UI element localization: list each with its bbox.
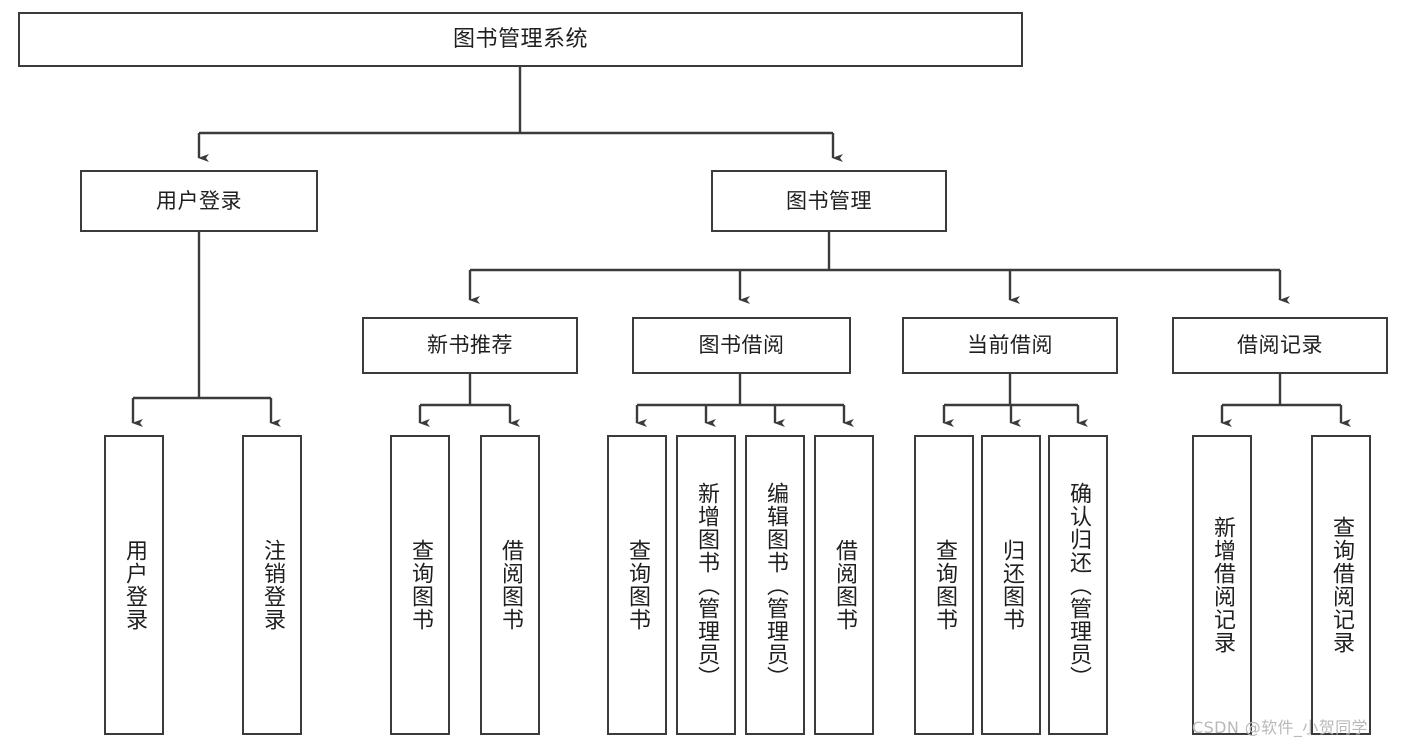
node-label: 查询图书 — [407, 539, 433, 631]
node-book-management[interactable]: 图书管理 — [711, 170, 947, 232]
node-borrow-record[interactable]: 借阅记录 — [1172, 317, 1388, 374]
node-label: 用户登录 — [156, 188, 242, 213]
node-leaf-user-login[interactable]: 用户登录 — [104, 435, 164, 735]
node-label: 图书管理系统 — [452, 26, 588, 52]
node-leaf-query-book-1[interactable]: 查询图书 — [390, 435, 450, 735]
node-leaf-add-book-admin[interactable]: 新增图书（管理员） — [676, 435, 736, 735]
node-label: 新书推荐 — [427, 333, 513, 358]
node-label: 借阅图书 — [831, 539, 857, 631]
node-leaf-confirm-return-admin[interactable]: 确认归还（管理员） — [1048, 435, 1108, 735]
node-current-borrow[interactable]: 当前借阅 — [902, 317, 1118, 374]
node-leaf-query-book-2[interactable]: 查询图书 — [607, 435, 667, 735]
node-label: 借阅记录 — [1237, 333, 1323, 358]
node-label: 归还图书 — [998, 539, 1024, 631]
node-leaf-query-borrow-record[interactable]: 查询借阅记录 — [1311, 435, 1371, 735]
node-book-borrow[interactable]: 图书借阅 — [632, 317, 851, 374]
node-label: 新增图书（管理员） — [693, 481, 719, 689]
node-new-book-recommend[interactable]: 新书推荐 — [362, 317, 578, 374]
node-label: 用户登录 — [121, 539, 147, 631]
node-label: 图书借阅 — [698, 333, 785, 358]
node-label: 当前借阅 — [967, 333, 1053, 358]
node-label: 查询借阅记录 — [1328, 516, 1354, 654]
node-leaf-query-book-3[interactable]: 查询图书 — [914, 435, 974, 735]
watermark: CSDN @软件_小贺同学 — [1192, 718, 1368, 737]
node-label: 新增借阅记录 — [1209, 516, 1235, 654]
node-root-book-management-system[interactable]: 图书管理系统 — [18, 12, 1023, 67]
node-user-login[interactable]: 用户登录 — [80, 170, 318, 232]
node-leaf-logout-login[interactable]: 注销登录 — [242, 435, 302, 735]
node-label: 确认归还（管理员） — [1065, 481, 1091, 689]
node-label: 查询图书 — [931, 539, 957, 631]
node-leaf-edit-book-admin[interactable]: 编辑图书（管理员） — [745, 435, 805, 735]
node-label: 借阅图书 — [497, 539, 523, 631]
node-leaf-return-book[interactable]: 归还图书 — [981, 435, 1041, 735]
node-leaf-borrow-book-2[interactable]: 借阅图书 — [814, 435, 874, 735]
node-leaf-add-borrow-record[interactable]: 新增借阅记录 — [1192, 435, 1252, 735]
node-label: 查询图书 — [624, 539, 650, 631]
node-leaf-borrow-book-1[interactable]: 借阅图书 — [480, 435, 540, 735]
node-label: 图书管理 — [786, 188, 872, 213]
node-label: 编辑图书（管理员） — [762, 481, 788, 689]
node-label: 注销登录 — [259, 539, 285, 631]
